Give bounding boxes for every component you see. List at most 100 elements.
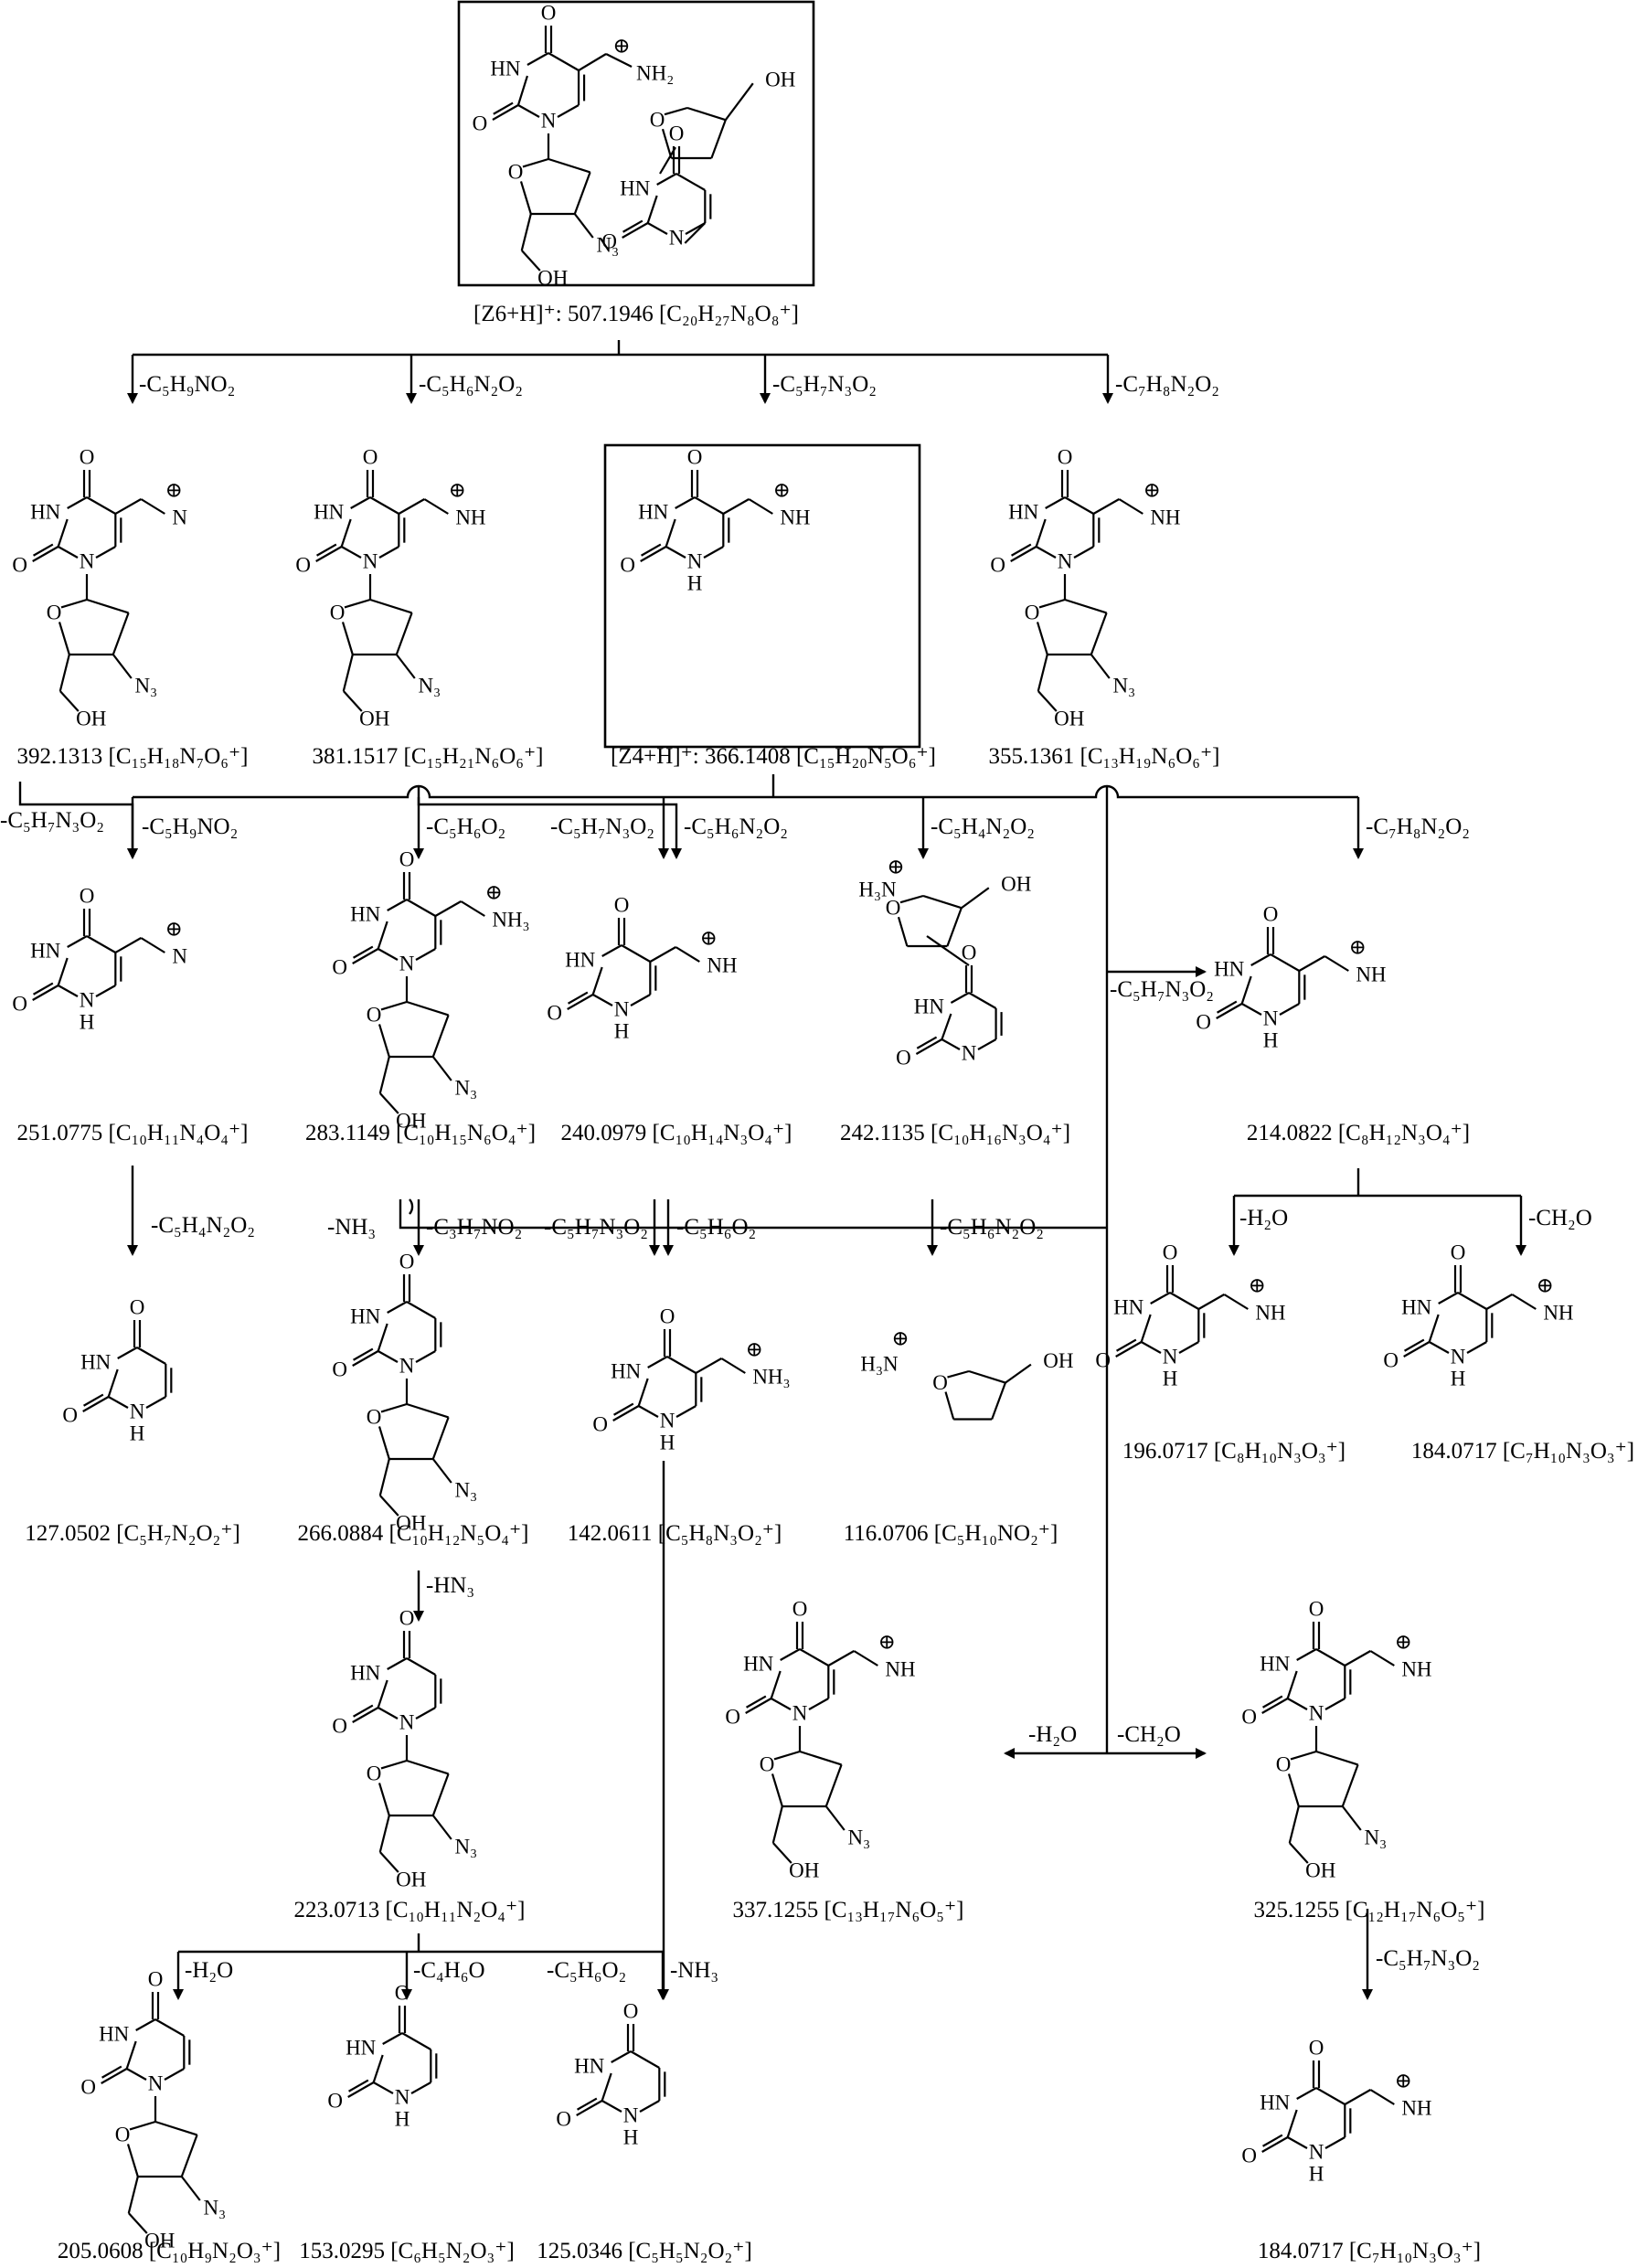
bond — [135, 2018, 156, 2031]
bond — [58, 985, 79, 997]
bond — [573, 172, 591, 215]
atom-label: HN — [1401, 1295, 1432, 1318]
atom-label: ⊕ — [165, 478, 183, 501]
atom-label: O — [332, 1358, 347, 1380]
atom-label: H — [614, 1019, 630, 1042]
atom-label: ⊕ — [1395, 2069, 1412, 2092]
bond — [1286, 2109, 1298, 2138]
bond — [991, 1382, 1006, 1420]
bond — [1037, 690, 1058, 712]
atom-label: O — [367, 1762, 382, 1785]
bond — [1298, 955, 1325, 972]
bond — [675, 496, 696, 509]
bond — [720, 1358, 746, 1374]
atom-label: N — [669, 226, 685, 249]
bond — [637, 1378, 649, 1407]
bond — [57, 957, 69, 986]
bond — [67, 935, 88, 948]
bond — [33, 982, 54, 996]
bond — [771, 1842, 792, 1864]
loss-label: -C₅H₆O₂ — [676, 1215, 756, 1240]
bond — [136, 1347, 166, 1365]
bond — [1036, 622, 1048, 655]
atom-label: HN — [611, 1359, 642, 1382]
bond — [630, 2050, 660, 2069]
ion-label: 127.0502 [C₅H₇N₂O₂⁺] — [25, 1521, 240, 1546]
loss-label: -C₅H₆N₂O₂ — [419, 372, 523, 397]
bond — [378, 1426, 390, 1460]
bond — [1150, 1292, 1171, 1304]
atom-label: HN — [30, 500, 61, 523]
bond — [380, 1402, 408, 1413]
bond — [770, 1670, 782, 1699]
bond — [686, 106, 727, 122]
atom-label: ⊕ — [485, 880, 503, 903]
bond — [611, 2050, 632, 2063]
atom-label: N — [614, 997, 630, 1020]
bond — [1290, 1750, 1317, 1761]
bond — [112, 612, 130, 655]
bond — [1262, 2134, 1283, 2147]
bond — [516, 75, 528, 106]
bond — [1035, 518, 1047, 548]
ion-label: [Z4+H]⁺: 366.1408 [C₁₅H₂₀N₅O₆⁺] — [611, 744, 936, 769]
bond — [548, 52, 580, 71]
bond — [578, 53, 607, 71]
bond — [1428, 1314, 1440, 1343]
atom-label: O — [660, 1304, 675, 1327]
bond — [1038, 598, 1066, 609]
atom-label: NH — [1255, 1301, 1285, 1324]
bond — [369, 598, 412, 614]
bond — [434, 900, 462, 917]
atom-label: ⊕ — [612, 34, 630, 57]
loss-label: -H₂O — [1028, 1722, 1077, 1747]
atom-label: OH — [396, 1109, 426, 1132]
bond — [341, 546, 362, 559]
bond — [1296, 1648, 1317, 1661]
atom-label: N — [1451, 1345, 1466, 1368]
atom-label: H — [687, 571, 703, 594]
atom-label: O — [399, 847, 415, 870]
loss-label: -C₅H₆N₂O₂ — [684, 815, 788, 839]
bond — [377, 921, 388, 950]
bond — [1064, 496, 1094, 515]
bond — [647, 222, 668, 235]
bond — [771, 1773, 783, 1807]
bond — [108, 1396, 129, 1409]
bond — [154, 2120, 197, 2136]
atom-label: N — [660, 1409, 675, 1432]
bond — [522, 157, 549, 168]
atom-label: O — [932, 1371, 948, 1394]
bond — [557, 104, 580, 118]
bond — [378, 546, 399, 559]
atom-label: O — [80, 445, 95, 468]
atom-label: O — [508, 161, 524, 184]
atom-label: OH — [396, 1868, 426, 1890]
loss-label: -C₅H₇N₃O₂ — [0, 808, 104, 833]
atom-label: O — [990, 553, 1005, 576]
loss-label: -C₇H₈N₂O₂ — [1115, 372, 1219, 397]
atom-label: N — [1058, 549, 1073, 572]
atom-label: ⊕ — [700, 926, 718, 949]
bond — [415, 1350, 436, 1363]
precursor-box-z4 — [603, 443, 921, 749]
bond — [745, 1698, 772, 1714]
bond — [827, 1650, 855, 1666]
bond — [771, 1698, 792, 1710]
bond — [695, 1358, 722, 1374]
atom-label: O — [62, 1403, 78, 1426]
bond — [32, 546, 59, 562]
bond — [665, 518, 676, 548]
bond — [799, 1648, 829, 1666]
ion-label: 223.0713 [C₁₀H₁₁N₂O₄⁺] — [294, 1898, 526, 1922]
atom-label: N — [1309, 1701, 1324, 1724]
atom-label: N₃ — [1364, 1826, 1387, 1848]
atom-label: OH — [537, 266, 568, 289]
bond — [126, 2144, 139, 2177]
bond — [576, 2100, 603, 2116]
loss-label: -C₅H₆N₂O₂ — [940, 1215, 1044, 1240]
bond — [947, 1369, 970, 1379]
